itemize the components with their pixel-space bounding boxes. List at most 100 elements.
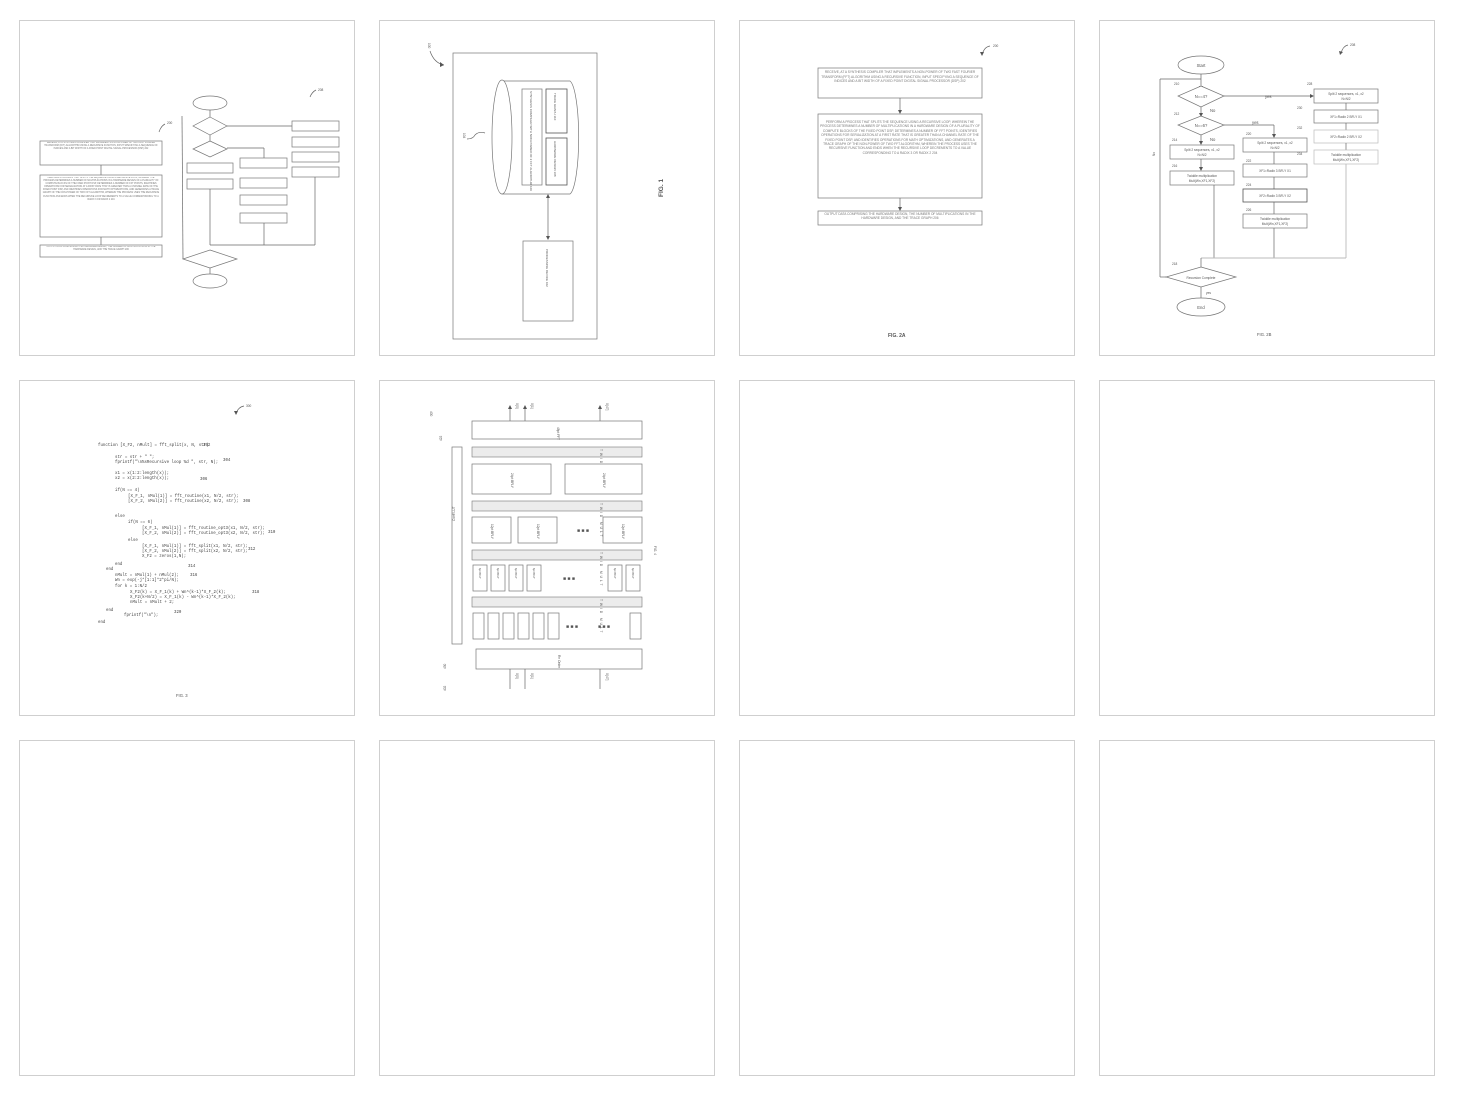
svg-text:fprintf("\n");: fprintf("\n"); xyxy=(124,613,158,618)
flow-step-206 xyxy=(39,244,163,258)
svg-text:TWID MULT: TWID MULT xyxy=(599,503,603,538)
svg-text:220: 220 xyxy=(1246,132,1252,136)
svg-text:end: end xyxy=(106,567,114,572)
svg-text:12pt BFLY: 12pt BFLY xyxy=(490,524,494,540)
page-thumbnail-9[interactable] xyxy=(19,740,355,1076)
twiddle-mult-stage xyxy=(471,549,643,561)
svg-text:6pt BFLY: 6pt BFLY xyxy=(478,568,482,579)
processing-device-block xyxy=(522,240,574,322)
svg-text:X[0]: X[0] xyxy=(515,403,519,409)
page-thumbnail-7[interactable] xyxy=(739,380,1075,716)
svg-text:Split 2 sequences, x1, x2: Split 2 sequences, x1, x2 xyxy=(1184,148,1220,152)
step-224 xyxy=(1242,188,1308,203)
trace-graph-block xyxy=(545,88,568,134)
figure-caption: FIG. 4 xyxy=(653,546,657,555)
svg-text:yes: yes xyxy=(1206,291,1211,295)
page-thumbnail-10[interactable] xyxy=(379,740,715,1076)
figure-caption: FIG. 1 xyxy=(658,179,665,197)
twiddle-mult-stage xyxy=(471,446,643,458)
svg-text:nMult = nMul(1) + nMul(2);: nMult = nMul(1) + nMul(2); xyxy=(115,573,179,578)
page-thumbnail-4[interactable]: 208 Start 210 N==4? yes No 212 N==6? yes… xyxy=(1099,20,1435,356)
hardware-design-block xyxy=(545,137,568,186)
ref-label: 400 xyxy=(429,411,433,417)
ref-label: 200 xyxy=(167,121,173,125)
svg-text:318: 318 xyxy=(252,591,260,595)
svg-text:PROCESSING DEVICE 102: PROCESSING DEVICE 102 xyxy=(545,249,549,287)
page-thumbnail-3[interactable]: 200 RECEIVE, AT A SYNTHESIS COMPILER THA… xyxy=(739,20,1075,356)
svg-text:■ ■ ■: ■ ■ ■ xyxy=(598,624,610,630)
coeff-lut xyxy=(451,446,463,645)
svg-text:XF2=Radix 2 BFLY X2: XF2=Radix 2 BFLY X2 xyxy=(1330,135,1362,139)
svg-text:end: end xyxy=(115,562,123,567)
svg-text:104: 104 xyxy=(462,133,466,139)
svg-text:[X_F_1, nMul(1)] = fft_split(x: [X_F_1, nMul(1)] = fft_split(x1, N/2, st… xyxy=(142,544,248,549)
step-222 xyxy=(1242,163,1308,178)
svg-text:218: 218 xyxy=(1172,262,1178,266)
svg-text:X[1]: X[1] xyxy=(530,673,534,679)
svg-text:Mult(Wn,XF1,XF2): Mult(Wn,XF1,XF2) xyxy=(1262,222,1288,226)
page-thumbnail-1[interactable]: 200 RECEIVE, AT A SYNTHESIS COMPILER THA… xyxy=(19,20,355,356)
page-3-drawing: 200 RECEIVE, AT A SYNTHESIS COMPILER THA… xyxy=(817,44,999,339)
svg-text:for k = 1:N/2: for k = 1:N/2 xyxy=(115,584,147,589)
svg-text:N=N/2: N=N/2 xyxy=(1341,97,1350,101)
page-thumbnail-5[interactable]: 300 function [X_F2, nMult] = fft_split(x… xyxy=(19,380,355,716)
svg-text:306: 306 xyxy=(200,478,208,482)
figure-caption: FIG. 2B xyxy=(1257,332,1272,337)
block-24pt-bfly xyxy=(564,463,643,495)
page-5-drawing: 300 function [X_F2, nMult] = fft_split(x… xyxy=(98,404,276,698)
flow-step-206 xyxy=(817,210,983,226)
svg-text:TRACE GRAPH 110: TRACE GRAPH 110 xyxy=(553,93,557,121)
flow-step-204 xyxy=(817,113,983,199)
svg-text:X[1]: X[1] xyxy=(530,403,534,409)
svg-text:N=N/2: N=N/2 xyxy=(1270,146,1279,150)
svg-text:312: 312 xyxy=(248,548,256,552)
svg-text:No: No xyxy=(1210,108,1216,113)
svg-text:else: else xyxy=(128,538,138,543)
svg-text:end: end xyxy=(98,620,106,625)
flow-end xyxy=(1176,297,1226,317)
svg-text:314: 314 xyxy=(188,565,196,569)
flow-step-202 xyxy=(817,67,983,99)
svg-text:XF2=Radix 3 BFLY X2: XF2=Radix 3 BFLY X2 xyxy=(1259,194,1291,198)
svg-text:[X_F_1, nMul(1)] = fft_routine: [X_F_1, nMul(1)] = fft_routine(x1, N/2, … xyxy=(128,494,239,499)
ref-label: 300 xyxy=(246,404,252,408)
block-12pt-bfly xyxy=(517,516,558,544)
page-1-drawing: 200 RECEIVE, AT A SYNTHESIS COMPILER THA… xyxy=(39,88,340,289)
page-thumbnail-6[interactable]: 400 X[0] X[1] X[47] 48pt FFT 422 TWID MU… xyxy=(379,380,715,716)
svg-text:XF1=Radix 2 BFLY X1: XF1=Radix 2 BFLY X1 xyxy=(1330,115,1362,119)
svg-text:str = str + " ";: str = str + " "; xyxy=(115,455,154,460)
svg-text:6pt BFLY: 6pt BFLY xyxy=(613,568,617,579)
svg-text:24pt BFLY: 24pt BFLY xyxy=(510,473,514,489)
page-thumbnail-8[interactable] xyxy=(1099,380,1435,716)
svg-text:12pt BFLY: 12pt BFLY xyxy=(536,524,540,540)
svg-text:Mult(Wn,XF1,XF2): Mult(Wn,XF1,XF2) xyxy=(1189,179,1215,183)
page-4-drawing: 208 Start 210 N==4? yes No 212 N==6? yes… xyxy=(1152,43,1379,337)
svg-text:Recursion Complete: Recursion Complete xyxy=(1187,276,1216,280)
page-thumbnail-12[interactable] xyxy=(1099,740,1435,1076)
block-reorder xyxy=(475,648,643,670)
figure-caption: FIG. 3 xyxy=(176,693,188,698)
svg-text:[X_F_2, nMul(2)] = fft_routine: [X_F_2, nMul(2)] = fft_routine_opt3(x2, … xyxy=(142,531,265,536)
code-listing: function [X_F2, nMult] = fft_split(x, N,… xyxy=(98,443,276,625)
svg-text:end: end xyxy=(106,608,114,613)
page-thumbnail-11[interactable] xyxy=(739,740,1075,1076)
svg-text:Twiddle multiplication: Twiddle multiplication xyxy=(1260,217,1290,221)
svg-text:Mult(Wn,XF1,XF2): Mult(Wn,XF1,XF2) xyxy=(1333,158,1359,162)
page-thumbnail-2[interactable]: 100 104 SYNTHESIS COMPILER WITH NON-POWE… xyxy=(379,20,715,356)
svg-text:TWID MULT: TWID MULT xyxy=(599,552,603,587)
svg-text:234: 234 xyxy=(1297,152,1303,156)
svg-text:X[0]: X[0] xyxy=(515,673,519,679)
svg-text:Split 2 sequences, x1, x2: Split 2 sequences, x1, x2 xyxy=(1257,141,1293,145)
fft-outputs: X[0] X[1] X[47] xyxy=(508,403,609,421)
step-226 xyxy=(1242,213,1308,229)
svg-text:316: 316 xyxy=(190,574,198,578)
svg-text:Re Order: Re Order xyxy=(557,655,561,669)
svg-text:6pt BFLY: 6pt BFLY xyxy=(532,568,536,579)
ref-label: 200 xyxy=(993,44,999,48)
svg-text:302: 302 xyxy=(203,444,211,448)
compiler-block xyxy=(521,88,543,186)
svg-text:Start: Start xyxy=(1197,63,1207,68)
svg-text:N=N/2: N=N/2 xyxy=(1197,153,1206,157)
svg-text:Twiddle multiplication: Twiddle multiplication xyxy=(1187,174,1217,178)
svg-text:No: No xyxy=(1210,137,1216,142)
